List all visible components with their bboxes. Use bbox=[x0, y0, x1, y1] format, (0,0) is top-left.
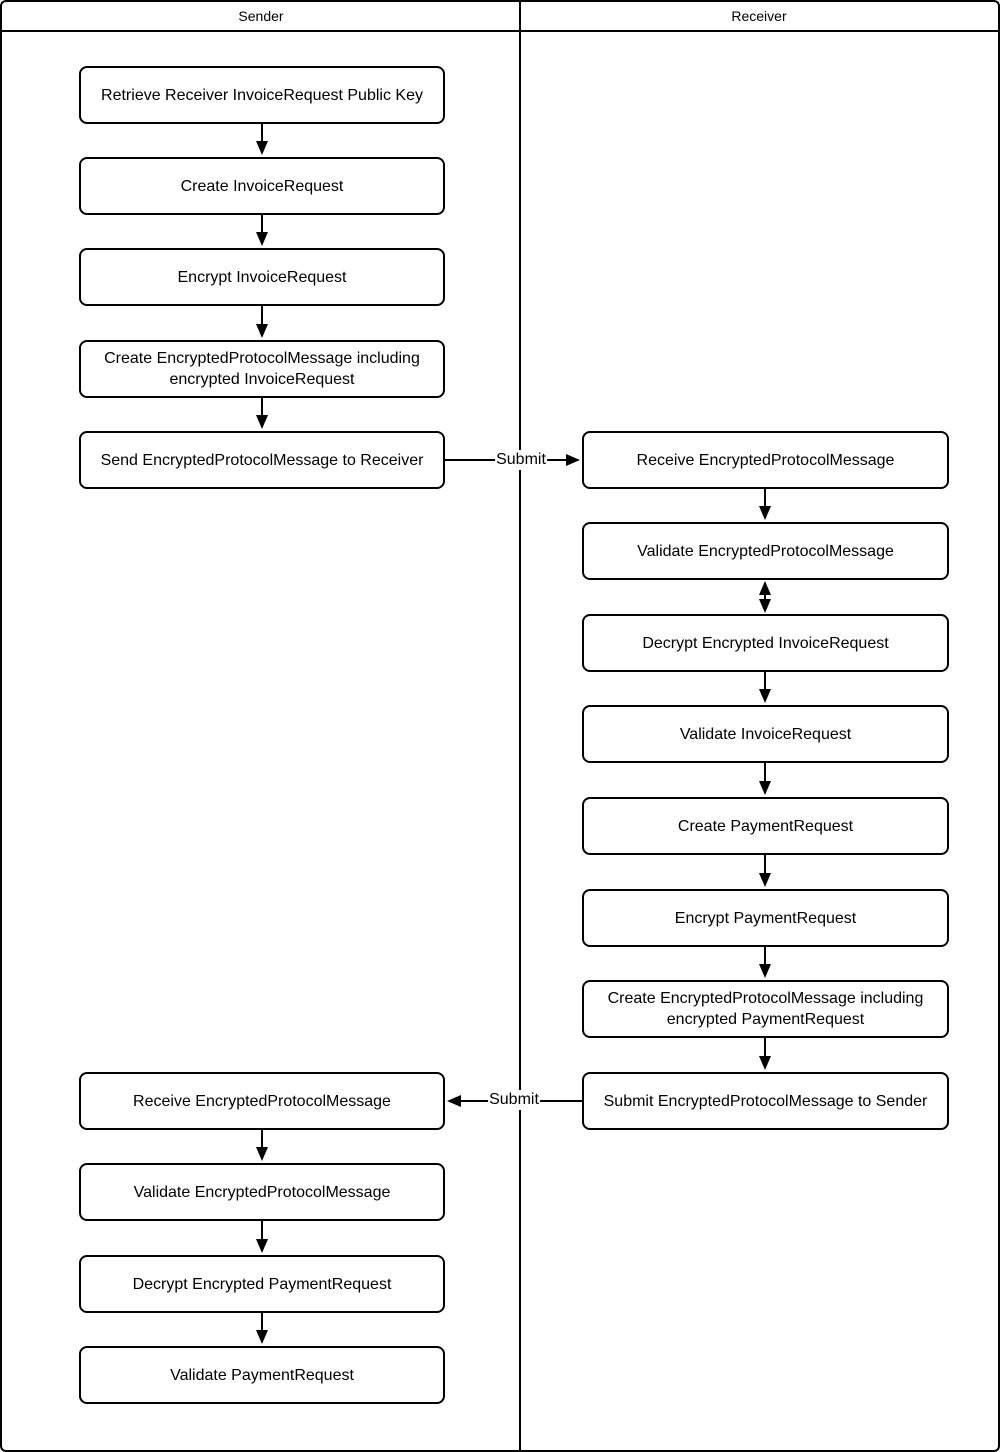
node-receiver-receive-epm: Receive EncryptedProtocolMessage bbox=[582, 431, 949, 489]
node-encrypt-paymentrequest: Encrypt PaymentRequest bbox=[582, 889, 949, 947]
lane-header-sender: Sender bbox=[238, 8, 284, 24]
node-encrypt-invoicerequest: Encrypt InvoiceRequest bbox=[79, 248, 445, 306]
node-receiver-validate-epm: Validate EncryptedProtocolMessage bbox=[582, 522, 949, 580]
node-decrypt-encrypted-paymentrequest: Decrypt Encrypted PaymentRequest bbox=[79, 1255, 445, 1313]
node-send-epm-to-receiver: Send EncryptedProtocolMessage to Receive… bbox=[79, 431, 445, 489]
node-sender-receive-epm: Receive EncryptedProtocolMessage bbox=[79, 1072, 445, 1130]
node-validate-invoicerequest: Validate InvoiceRequest bbox=[582, 705, 949, 763]
node-retrieve-receiver-public-key: Retrieve Receiver InvoiceRequest Public … bbox=[79, 66, 445, 124]
node-validate-paymentrequest: Validate PaymentRequest bbox=[79, 1346, 445, 1404]
node-submit-epm-to-sender: Submit EncryptedProtocolMessage to Sende… bbox=[582, 1072, 949, 1130]
node-sender-validate-epm: Validate EncryptedProtocolMessage bbox=[79, 1163, 445, 1221]
node-create-epm-paymentrequest: Create EncryptedProtocolMessage includin… bbox=[582, 980, 949, 1038]
node-create-paymentrequest: Create PaymentRequest bbox=[582, 797, 949, 855]
node-decrypt-encrypted-invoicerequest: Decrypt Encrypted InvoiceRequest bbox=[582, 614, 949, 672]
node-create-epm-invoicerequest: Create EncryptedProtocolMessage includin… bbox=[79, 340, 445, 398]
edge-label-submit-to-sender: Submit bbox=[488, 1090, 540, 1110]
lane-header-receiver: Receiver bbox=[731, 8, 787, 24]
lane-divider bbox=[519, 2, 521, 1450]
lane-header-row: Sender Receiver bbox=[2, 2, 998, 32]
node-create-invoicerequest: Create InvoiceRequest bbox=[79, 157, 445, 215]
edge-label-submit-to-receiver: Submit bbox=[495, 450, 547, 470]
